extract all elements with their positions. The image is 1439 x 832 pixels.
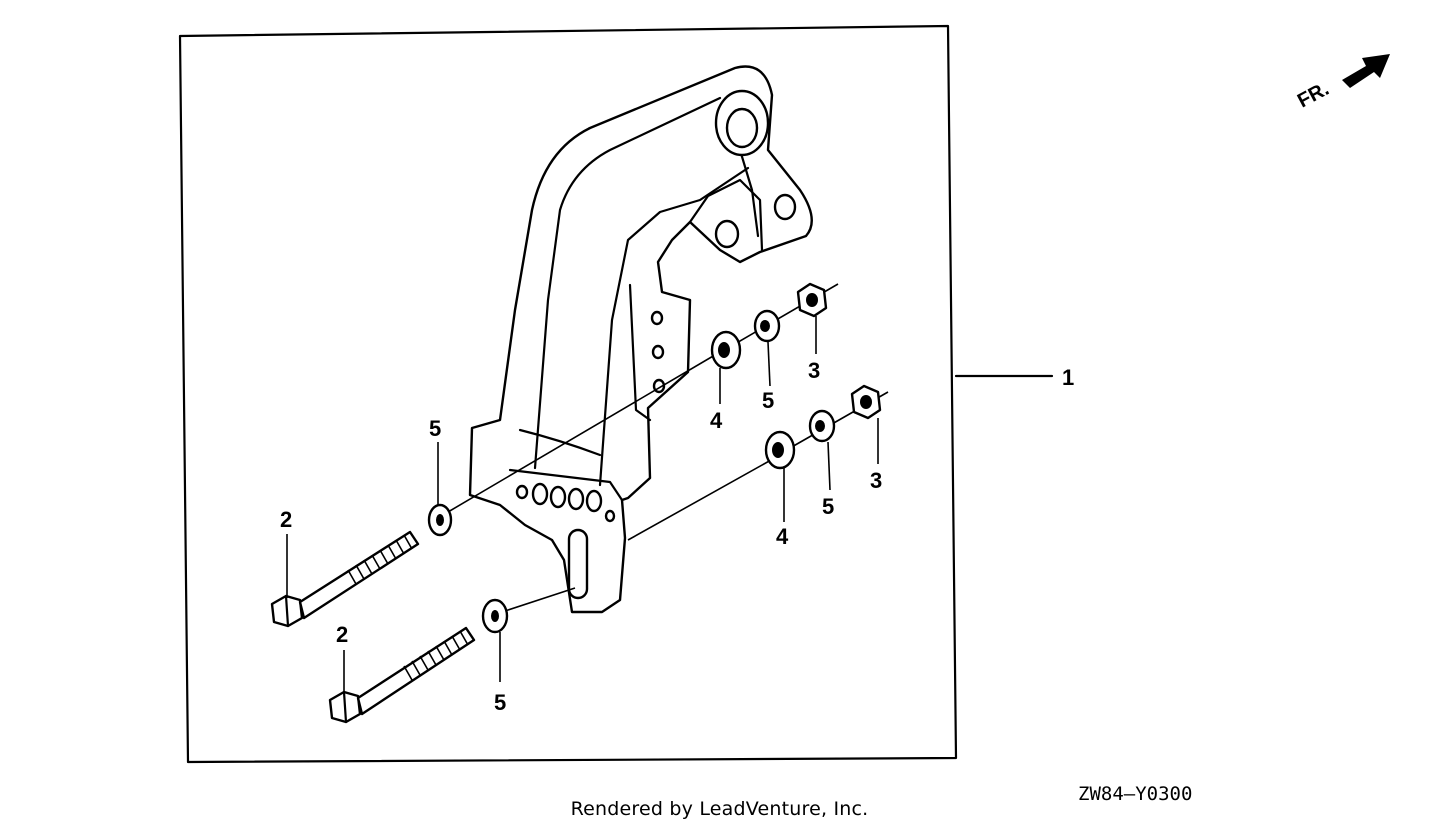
callout-nut-lower: 3 (870, 468, 882, 493)
lockwasher-upper (753, 309, 781, 343)
nut-lower (850, 384, 882, 420)
bolt-upper (270, 530, 420, 628)
bolt-lower (328, 626, 476, 724)
callout-washer-left-lower: 5 (494, 690, 506, 715)
callout-washer-lower: 4 (776, 524, 789, 549)
washer-left-upper (427, 503, 453, 537)
washer-lower (764, 430, 796, 470)
assembly-frame (178, 24, 958, 764)
nut-upper (796, 282, 828, 318)
lockwasher-lower (808, 409, 836, 443)
callout-lockwasher-upper: 5 (762, 388, 774, 413)
front-direction-marker: FR. (1294, 54, 1390, 112)
bracket-illustration (468, 65, 813, 614)
callout-bracket-assembly: 1 (1062, 365, 1074, 390)
callout-washer-left-upper: 5 (429, 416, 441, 441)
callout-lockwasher-lower: 5 (822, 494, 834, 519)
callout-bolt-lower: 2 (336, 622, 348, 647)
arrow-icon (1342, 54, 1390, 88)
callout-leaders (286, 316, 879, 692)
washer-upper (710, 330, 742, 370)
footer-credit: Rendered by LeadVenture, Inc. (570, 798, 869, 820)
front-marker-label: FR. (1294, 78, 1333, 113)
diagram-code: ZW84—Y0300 (1078, 783, 1192, 805)
callout-nut-upper: 3 (808, 358, 820, 383)
callout-bolt-upper: 2 (280, 507, 292, 532)
washer-left-lower (481, 598, 509, 634)
callout-washer-upper: 4 (710, 408, 723, 433)
